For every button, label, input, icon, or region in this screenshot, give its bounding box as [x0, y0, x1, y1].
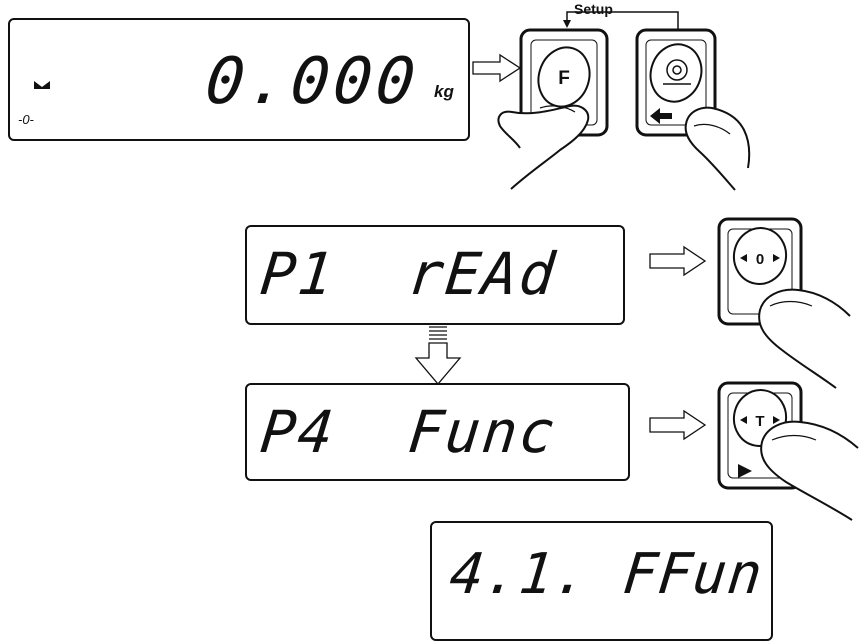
finger-zero-key-icon: [758, 288, 851, 389]
arrow-to-tare-key-icon: [649, 409, 707, 441]
zero-right-arrow-icon: [773, 254, 780, 262]
finger-tare-key-icon: [760, 420, 859, 521]
tare-key-label: T: [755, 413, 764, 430]
print-icon: [663, 59, 691, 85]
main-display: -0- 0.000 kg: [8, 18, 470, 141]
finger-enter-key-icon: [684, 106, 751, 191]
print-enter-key-button[interactable]: [635, 28, 717, 137]
zero-key-label: 0: [756, 251, 764, 268]
finger-f-key-icon: [497, 104, 590, 190]
f-key-label: F: [558, 68, 570, 89]
zero-indicator: -0-: [18, 112, 34, 127]
unit-label: kg: [434, 82, 454, 101]
enter-arrow-icon: [650, 108, 672, 124]
p1-display: P1 rEAd: [245, 225, 625, 325]
tare-play-icon: [738, 464, 752, 478]
setup-label: Setup: [574, 1, 613, 17]
arrow-to-f-key-icon: [472, 53, 522, 83]
f-key-button[interactable]: [519, 28, 609, 137]
diagram-artwork: F 0 T: [414, 11, 859, 521]
tare-right-arrow-icon: [773, 416, 780, 424]
down-arrow-icon: [414, 326, 462, 386]
stable-indicator-icon: [34, 76, 50, 89]
arrow-to-zero-key-icon: [649, 245, 707, 277]
zero-left-arrow-icon: [740, 254, 747, 262]
setup-bracket: [563, 11, 679, 30]
tare-left-arrow-icon: [740, 416, 747, 424]
